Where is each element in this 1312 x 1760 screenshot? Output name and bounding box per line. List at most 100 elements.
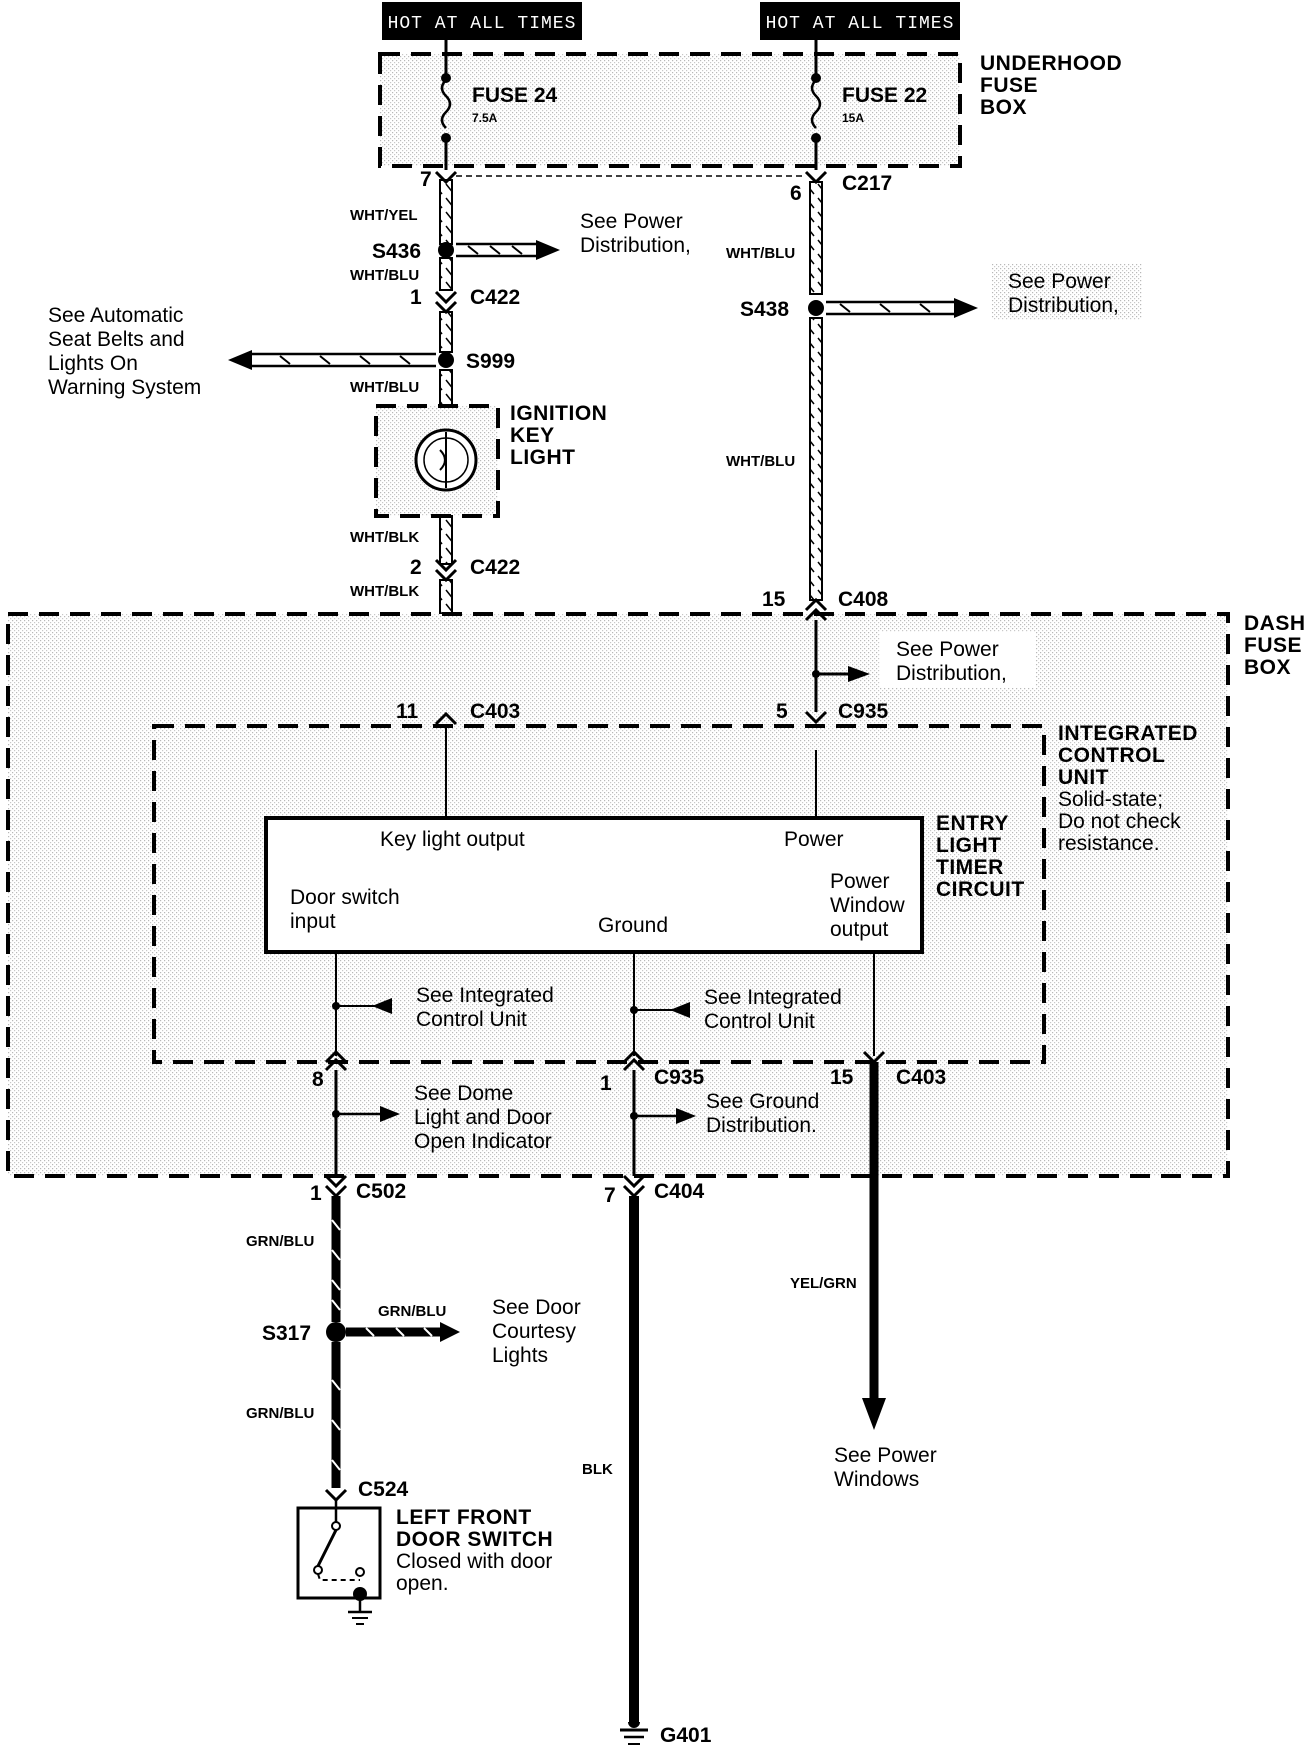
fuse-24: FUSE 24 7.5A <box>440 40 558 170</box>
left-front-door-switch: LEFT FRONT DOOR SWITCH Closed with door … <box>296 1500 553 1625</box>
wire-wht-blu-lower: WHT/BLU <box>350 369 453 407</box>
svg-text:FUSE 22: FUSE 22 <box>842 84 927 107</box>
svg-text:15: 15 <box>830 1066 854 1089</box>
svg-text:Windows: Windows <box>834 1468 919 1491</box>
hot-banner-left: HOT AT ALL TIMES <box>382 2 582 40</box>
svg-text:See Automatic: See Automatic <box>48 304 183 327</box>
splice-s317: S317 GRN/BLU See Door Courtesy Lights <box>262 1296 581 1367</box>
dome-light-branch: See Dome Light and Door Open Indicator <box>332 1070 552 1176</box>
svg-text:WHT/BLU: WHT/BLU <box>726 245 795 262</box>
svg-text:UNDERHOOD: UNDERHOOD <box>980 52 1122 75</box>
wire-wht-blu-upper: WHT/BLU <box>350 257 453 291</box>
wire-door-switch-input: See Integrated Control Unit <box>332 952 554 1056</box>
connector-c935-pin1: 1 C935 <box>600 1049 705 1095</box>
svg-text:Seat Belts and: Seat Belts and <box>48 328 185 351</box>
wire-wht-yel: WHT/YEL <box>350 179 453 245</box>
connector-c403-pin11: 11 C403 <box>396 700 520 726</box>
svg-text:Distribution.: Distribution. <box>706 1114 817 1137</box>
svg-text:WHT/BLK: WHT/BLK <box>350 583 419 600</box>
svg-text:1: 1 <box>310 1182 322 1205</box>
svg-text:Distribution,: Distribution, <box>580 234 691 257</box>
wire-power-feed-inside: See Power Distribution, <box>812 620 1036 712</box>
svg-text:LIGHT: LIGHT <box>510 446 576 469</box>
svg-text:Door switch: Door switch <box>290 886 400 909</box>
svg-text:Solid-state;: Solid-state; <box>1058 788 1163 811</box>
svg-text:WHT/BLU: WHT/BLU <box>726 453 795 470</box>
svg-text:WHT/YEL: WHT/YEL <box>350 207 418 224</box>
svg-text:WHT/BLK: WHT/BLK <box>350 529 419 546</box>
ground-g401: G401 <box>620 1722 712 1747</box>
svg-text:HOT AT ALL TIMES: HOT AT ALL TIMES <box>766 14 955 34</box>
svg-text:BOX: BOX <box>980 96 1027 119</box>
ground-branch: See Ground Distribution. <box>630 1070 819 1176</box>
svg-text:FUSE: FUSE <box>1244 634 1302 657</box>
svg-text:See Power: See Power <box>896 638 999 661</box>
svg-text:See Power: See Power <box>834 1444 937 1467</box>
svg-text:Lights On: Lights On <box>48 352 138 375</box>
wire-wht-blk-upper: WHT/BLK <box>350 515 453 565</box>
svg-text:C217: C217 <box>842 172 892 195</box>
svg-text:Open Indicator: Open Indicator <box>414 1130 552 1153</box>
splice-s436: S436 See Power Distribution, <box>372 210 691 263</box>
svg-text:7: 7 <box>420 168 432 191</box>
svg-text:Power: Power <box>784 828 844 851</box>
connector-c422-pin2: 2 C422 <box>410 556 520 583</box>
svg-text:YEL/GRN: YEL/GRN <box>790 1275 857 1292</box>
svg-text:UNIT: UNIT <box>1058 766 1109 789</box>
svg-text:C403: C403 <box>470 700 520 723</box>
underhood-fuse-box: UNDERHOOD FUSE BOX <box>378 52 1122 168</box>
svg-text:Power: Power <box>830 870 890 893</box>
splice-s438: S438 See Power Distribution, <box>740 264 1142 321</box>
svg-text:Distribution,: Distribution, <box>1008 294 1119 317</box>
svg-text:See Door: See Door <box>492 1296 581 1319</box>
svg-text:Courtesy: Courtesy <box>492 1320 577 1343</box>
svg-text:C422: C422 <box>470 286 520 309</box>
svg-text:5: 5 <box>776 700 788 723</box>
splice-s999: S999 See Automatic Seat Belts and Lights… <box>48 304 515 399</box>
svg-text:See Power: See Power <box>580 210 683 233</box>
svg-text:See Integrated: See Integrated <box>704 986 842 1009</box>
wire-ground: See Integrated Control Unit <box>630 952 842 1056</box>
connector-c935-pin8: 8 <box>312 1049 348 1091</box>
svg-text:FUSE 24: FUSE 24 <box>472 84 558 107</box>
svg-text:6: 6 <box>790 182 802 205</box>
connector-c217: 7 6 C217 <box>420 168 892 205</box>
svg-text:See Dome: See Dome <box>414 1082 513 1105</box>
svg-text:See Power: See Power <box>1008 270 1111 293</box>
svg-text:Window: Window <box>830 894 906 917</box>
svg-text:output: output <box>830 918 889 941</box>
svg-text:GRN/BLU: GRN/BLU <box>378 1303 446 1320</box>
svg-text:1: 1 <box>410 286 422 309</box>
svg-text:DASH: DASH <box>1244 612 1306 635</box>
svg-text:WHT/BLU: WHT/BLU <box>350 267 419 284</box>
svg-text:WHT/BLU: WHT/BLU <box>350 379 419 396</box>
wire-wht-blu-right-upper: WHT/BLU <box>726 181 823 295</box>
connector-c404: 7 C404 <box>604 1174 705 1207</box>
svg-text:Light and Door: Light and Door <box>414 1106 552 1129</box>
svg-text:input: input <box>290 910 336 933</box>
svg-text:KEY: KEY <box>510 424 555 447</box>
svg-text:S317: S317 <box>262 1322 311 1345</box>
svg-text:resistance.: resistance. <box>1058 832 1160 855</box>
svg-text:GRN/BLU: GRN/BLU <box>246 1405 314 1422</box>
wire-yel-grn: YEL/GRN See Power Windows <box>790 1176 937 1491</box>
wire-to-s999 <box>439 311 453 353</box>
svg-text:C422: C422 <box>470 556 520 579</box>
svg-text:LEFT FRONT: LEFT FRONT <box>396 1506 532 1529</box>
svg-text:LIGHT: LIGHT <box>936 834 1002 857</box>
svg-text:7: 7 <box>604 1184 616 1207</box>
svg-text:1: 1 <box>600 1072 612 1095</box>
svg-text:INTEGRATED: INTEGRATED <box>1058 722 1198 745</box>
wire-grn-blu-upper: GRN/BLU <box>246 1196 341 1322</box>
wire-blk: BLK <box>582 1196 639 1722</box>
svg-text:C935: C935 <box>654 1066 705 1089</box>
svg-text:Control Unit: Control Unit <box>416 1008 527 1031</box>
svg-text:Warning System: Warning System <box>48 376 201 399</box>
svg-text:BLK: BLK <box>582 1461 613 1478</box>
connector-c403-pin15: 15 C403 <box>830 1050 946 1089</box>
svg-text:C524: C524 <box>358 1478 409 1501</box>
svg-text:11: 11 <box>396 700 419 723</box>
connector-c408: 15 C408 <box>762 588 889 622</box>
svg-text:7.5A: 7.5A <box>472 111 498 125</box>
